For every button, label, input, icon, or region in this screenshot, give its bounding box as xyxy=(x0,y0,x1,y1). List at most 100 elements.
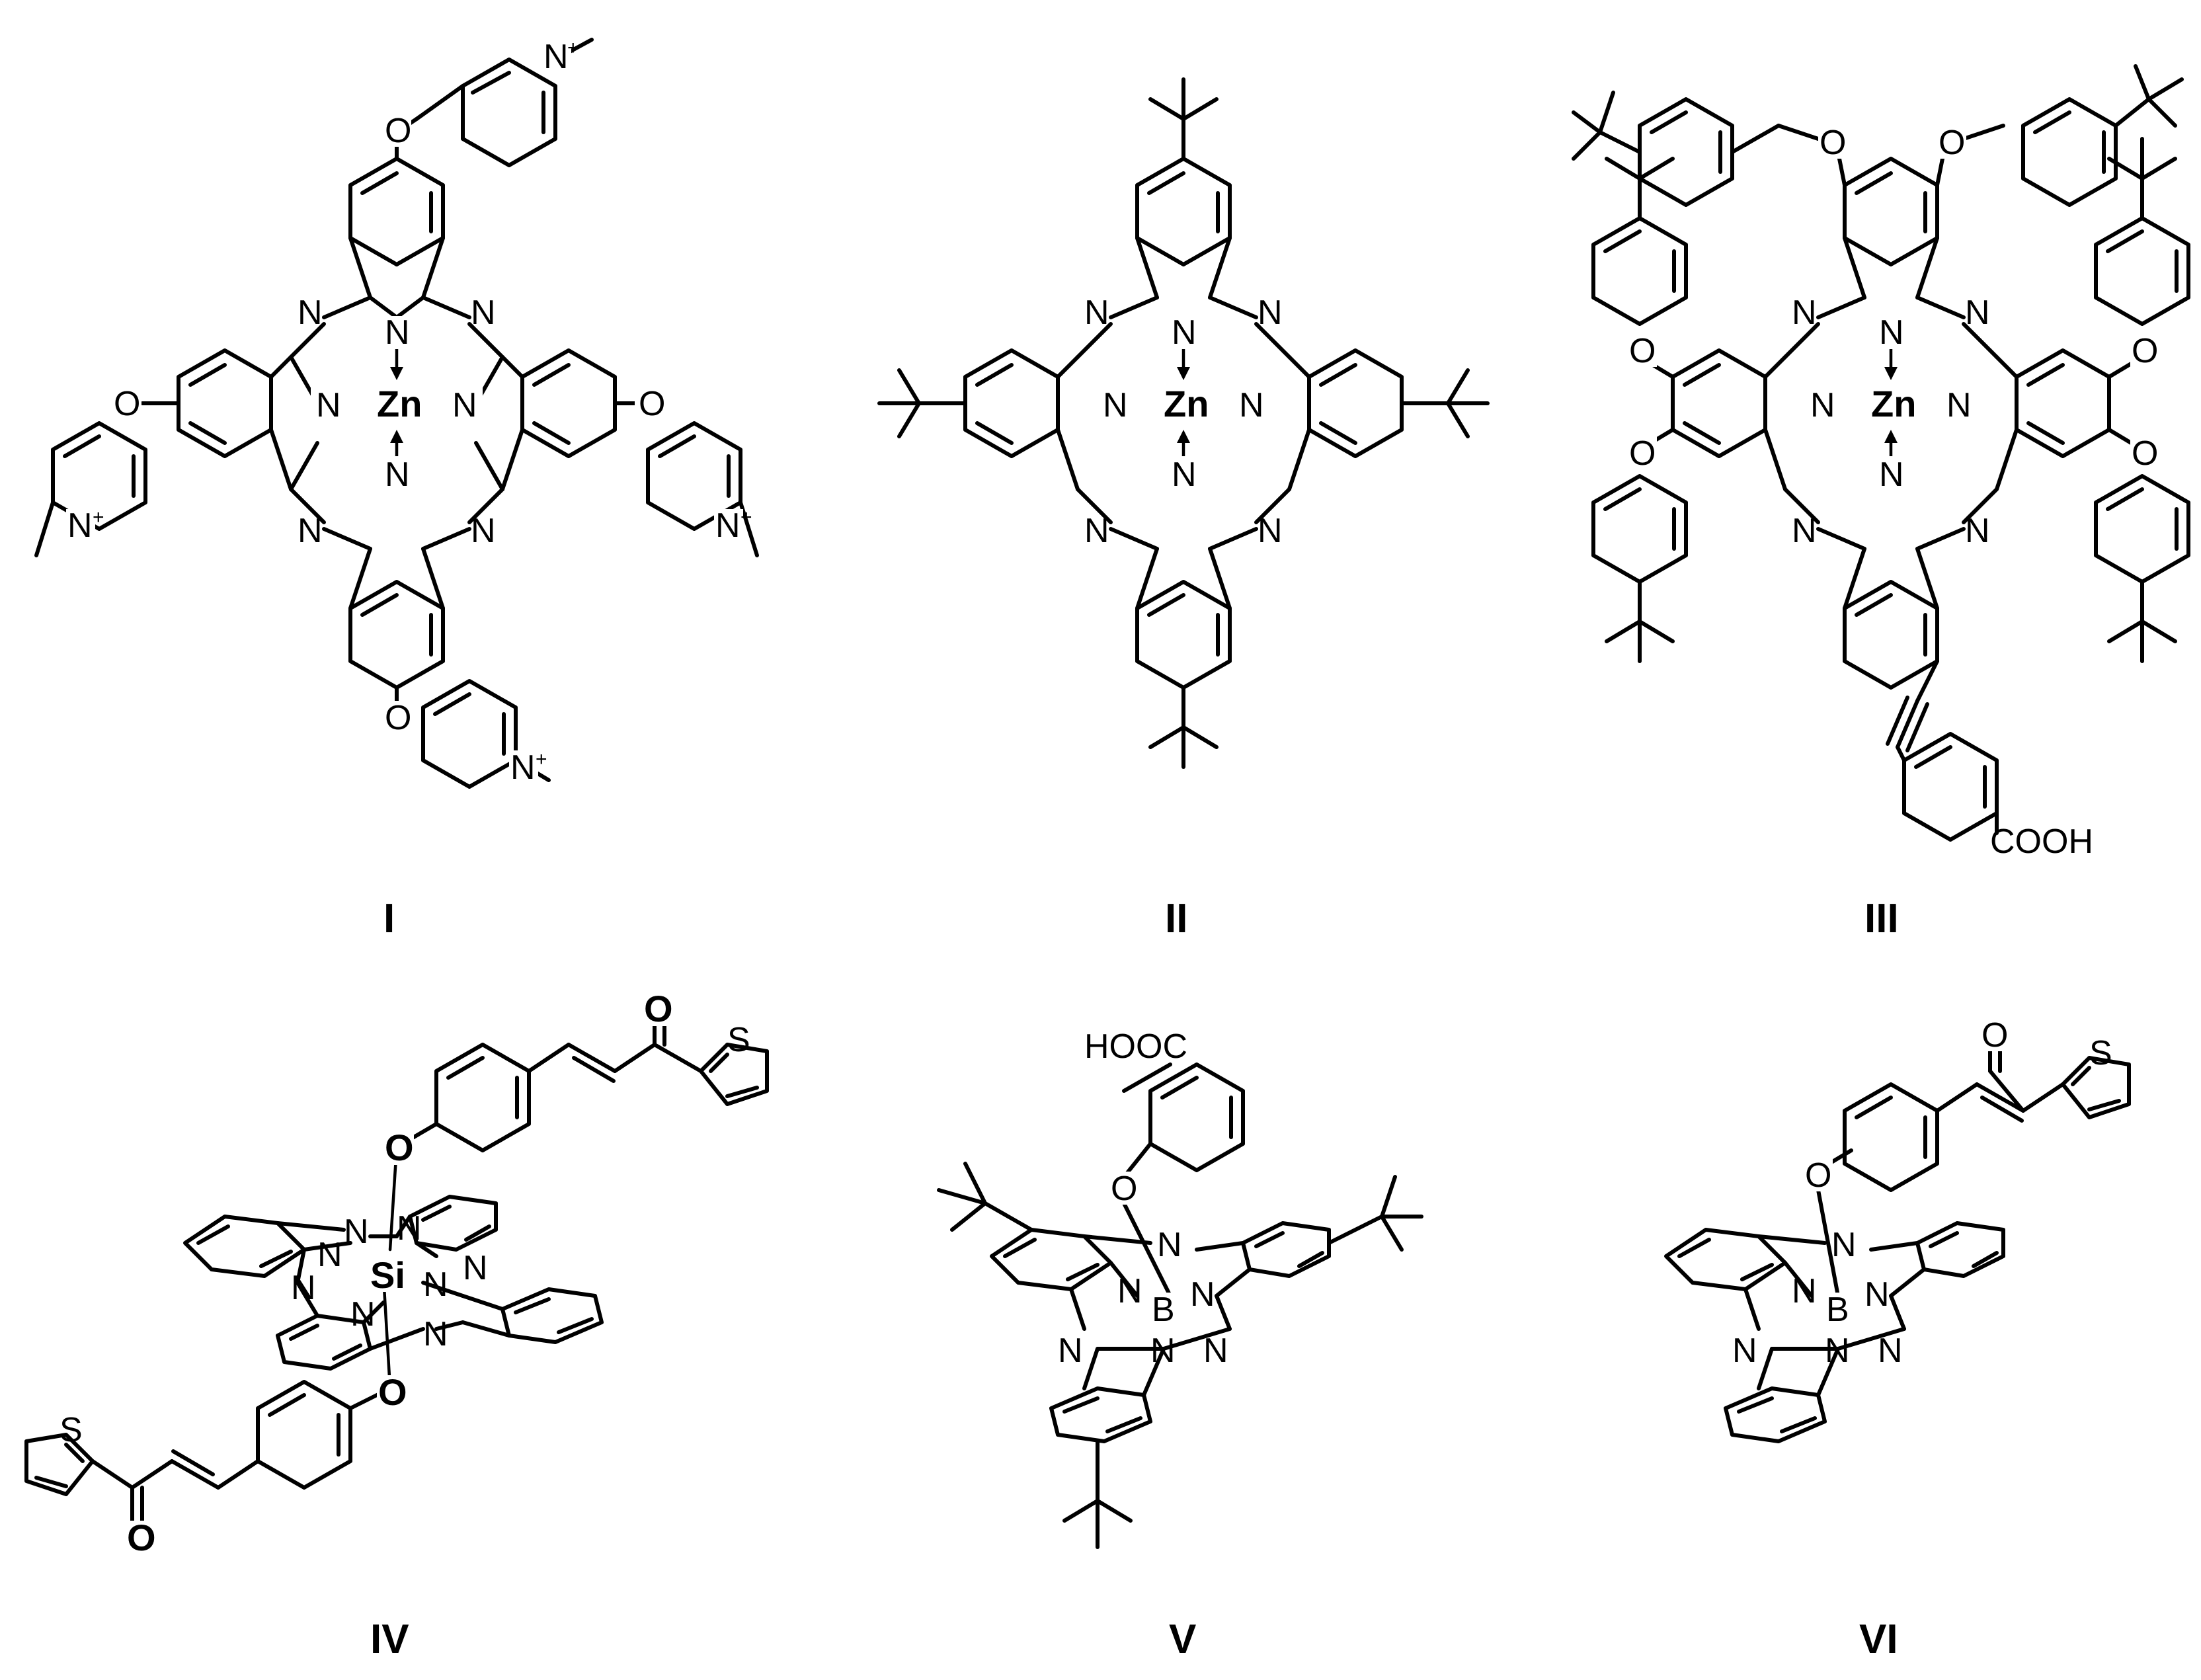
svg-text:N: N xyxy=(1258,512,1283,550)
n-atom: N xyxy=(471,294,496,332)
svg-text:N: N xyxy=(1203,1332,1228,1370)
svg-text:N: N xyxy=(1792,294,1817,332)
s-atom: S xyxy=(60,1411,83,1449)
n-atom: N xyxy=(385,456,410,494)
svg-text:O: O xyxy=(1111,1170,1137,1208)
compound-V-atoms: HOOC O B N N N N N N xyxy=(1058,1027,1228,1370)
s-atom: S xyxy=(2089,1034,2112,1072)
n-atom: N xyxy=(316,386,341,424)
compound-III-metal: Zn xyxy=(1871,383,1916,424)
compound-label-V: V xyxy=(1169,1617,1196,1662)
svg-text:N: N xyxy=(1084,512,1109,550)
svg-text:N: N xyxy=(1239,386,1264,424)
compound-IV-metal: Si xyxy=(370,1254,405,1296)
compound-label-I: I xyxy=(383,896,395,941)
compound-III-bonds xyxy=(1572,64,2190,842)
compound-label-II: II xyxy=(1165,896,1187,941)
svg-text:N: N xyxy=(1190,1275,1215,1314)
svg-text:N: N xyxy=(1117,1272,1142,1310)
svg-text:O: O xyxy=(1629,332,1656,370)
n-atom: N xyxy=(298,294,323,332)
compound-label-VI: VI xyxy=(1859,1617,1898,1662)
n-atom: N xyxy=(471,512,496,550)
svg-text:O: O xyxy=(1820,124,1846,162)
svg-text:N: N xyxy=(1172,313,1197,352)
n-atom: N xyxy=(452,386,477,424)
n-plus-atom: N xyxy=(510,748,536,787)
carboxylic-acid-label: HOOC xyxy=(1084,1027,1187,1066)
compound-VI-structure: O O S B N N N N N N VI xyxy=(1664,1016,2131,1662)
svg-text:N: N xyxy=(397,1209,422,1248)
svg-text:N: N xyxy=(1864,1275,1890,1314)
svg-text:+: + xyxy=(740,506,752,528)
svg-text:N: N xyxy=(1258,294,1283,332)
svg-text:O: O xyxy=(1981,1016,2008,1055)
svg-text:N: N xyxy=(463,1249,488,1287)
svg-text:N: N xyxy=(1103,386,1128,424)
compound-III-atoms: Zn N N N N N N N N O O O O O O COOH xyxy=(1628,124,2159,861)
n-plus-atom: N xyxy=(715,506,740,545)
compound-VI-metal: B xyxy=(1826,1291,1849,1329)
compound-VI-atoms: O O S B N N N N N N xyxy=(1732,1016,2112,1370)
svg-text:N: N xyxy=(1058,1332,1083,1370)
n-atom: N xyxy=(298,512,323,550)
svg-text:N: N xyxy=(1810,386,1835,424)
compound-I-metal: Zn xyxy=(377,383,422,424)
svg-text:N: N xyxy=(1825,1332,1850,1370)
svg-text:O: O xyxy=(644,988,673,1029)
n-atom: N xyxy=(385,313,410,352)
compound-III-structure: Zn N N N N N N N N O O O O O O COOH xyxy=(1572,64,2190,941)
compound-label-IV: IV xyxy=(370,1617,409,1662)
svg-text:O: O xyxy=(385,1127,414,1168)
compound-I-structure: Zn N N N N N N N N O O O O N + N + xyxy=(34,37,759,941)
svg-text:O: O xyxy=(2132,434,2158,473)
compound-II-atoms: Zn N N N N N N N N xyxy=(1084,294,1283,550)
svg-text:N: N xyxy=(344,1213,369,1251)
o-atom: O xyxy=(114,385,140,423)
compound-V-structure: HOOC O B N N N N N N V xyxy=(937,1027,1423,1662)
svg-text:N: N xyxy=(1879,313,1904,352)
compound-II-metal: Zn xyxy=(1164,383,1209,424)
svg-text:N: N xyxy=(317,1236,342,1274)
o-atom: O xyxy=(385,112,411,150)
svg-text:+: + xyxy=(536,748,547,770)
svg-text:N: N xyxy=(1732,1332,1757,1370)
svg-text:N: N xyxy=(291,1269,316,1307)
svg-text:O: O xyxy=(2132,332,2158,370)
svg-text:N: N xyxy=(1965,512,1990,550)
o-atom: O xyxy=(639,385,665,423)
svg-text:N: N xyxy=(1150,1332,1176,1370)
svg-text:N: N xyxy=(1792,1272,1817,1310)
n-plus-atom: N xyxy=(67,506,93,545)
svg-text:N: N xyxy=(1878,1332,1903,1370)
o-atom: O xyxy=(385,699,411,737)
svg-text:N: N xyxy=(1965,294,1990,332)
svg-text:O: O xyxy=(1805,1156,1831,1195)
compound-I-bonds xyxy=(34,38,759,789)
svg-text:+: + xyxy=(93,506,104,528)
compound-I-atoms: Zn N N N N N N N N O O O O N + N + xyxy=(66,37,752,787)
svg-text:N: N xyxy=(1172,456,1197,494)
svg-text:N: N xyxy=(1792,512,1817,550)
n-plus-atom: N xyxy=(543,38,569,76)
svg-text:N: N xyxy=(1084,294,1109,332)
svg-text:O: O xyxy=(1629,434,1656,473)
svg-text:N: N xyxy=(350,1295,376,1334)
compound-V-metal: B xyxy=(1152,1291,1175,1329)
s-atom: S xyxy=(727,1021,750,1059)
compound-V-bonds xyxy=(937,1062,1423,1549)
svg-text:N: N xyxy=(1946,386,1972,424)
svg-text:O: O xyxy=(378,1371,407,1413)
compound-label-III: III xyxy=(1864,896,1899,941)
carboxylic-acid-label: COOH xyxy=(1990,822,2093,861)
compound-IV-bonds xyxy=(24,1003,769,1529)
compound-II-bonds xyxy=(877,77,1490,769)
svg-text:O: O xyxy=(127,1517,156,1558)
compound-IV-structure: Si O O O O S S N N N N N N N N IV xyxy=(24,988,769,1662)
svg-text:N: N xyxy=(423,1315,448,1353)
svg-text:N: N xyxy=(423,1265,448,1304)
compound-II-structure: Zn N N N N N N N N II xyxy=(877,77,1490,941)
compound-VI-bonds xyxy=(1664,1036,2131,1443)
svg-text:N: N xyxy=(1879,456,1904,494)
